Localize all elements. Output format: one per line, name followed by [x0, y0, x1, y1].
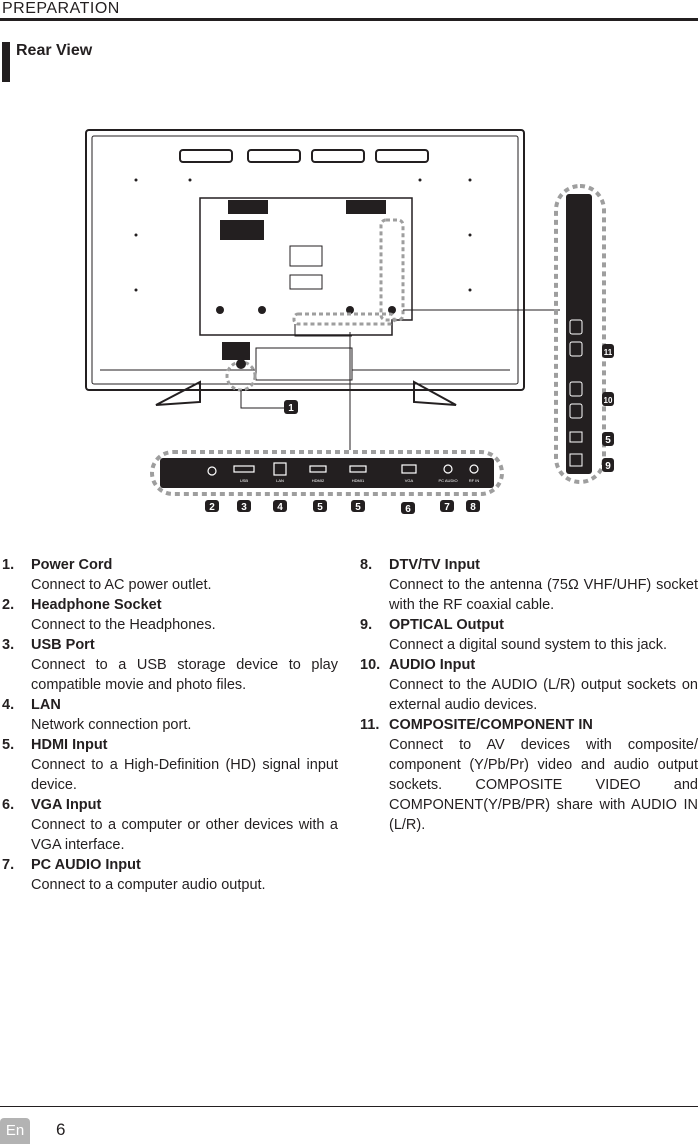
- side-terminal-panel: [554, 184, 606, 484]
- item-number: 4.: [2, 697, 15, 713]
- bottom-panel-highlight: [292, 312, 396, 326]
- svg-text:10: 10: [604, 396, 613, 405]
- svg-text:VGA: VGA: [405, 478, 414, 483]
- item-title: Headphone Socket: [31, 597, 162, 613]
- callout-5-side: 5: [602, 432, 614, 446]
- item-title: USB Port: [31, 637, 95, 653]
- svg-text:7: 7: [444, 502, 450, 513]
- item-list-left: 1. Power Cord Connect to AC power outlet.…: [2, 555, 338, 895]
- list-item: 5. HDMI Input Connect to a High-Definitio…: [2, 735, 338, 795]
- tv-back-panel: [85, 129, 525, 391]
- item-description: Connect to a computer audio output.: [31, 877, 266, 893]
- svg-text:5: 5: [355, 502, 361, 513]
- svg-text:PC AUDIO: PC AUDIO: [438, 478, 457, 483]
- mounting-screws: [134, 178, 472, 314]
- callout-badges: 1 2 3 4 5 5 6 7 8 9 10 11 5: [205, 344, 614, 515]
- svg-text:1: 1: [288, 403, 294, 414]
- item-number: 10.: [360, 657, 381, 673]
- item-title: OPTICAL Output: [389, 617, 504, 633]
- list-item: 9. OPTICAL Output Connect a digital sound…: [360, 615, 698, 655]
- svg-text:LAN: LAN: [276, 478, 284, 483]
- svg-text:6: 6: [405, 504, 411, 515]
- svg-text:5: 5: [605, 435, 611, 446]
- svg-text:3: 3: [241, 502, 247, 513]
- item-number: 2.: [2, 597, 15, 613]
- callout-10: 10: [602, 392, 614, 406]
- item-description: Connect to the antenna (75Ω VHF/UHF) soc…: [389, 577, 698, 613]
- callout-5b: 5: [351, 500, 365, 513]
- list-item: 2. Headphone Socket Connect to the Headph…: [2, 595, 338, 635]
- item-title: PC AUDIO Input: [31, 857, 141, 873]
- item-title: Power Cord: [31, 557, 113, 573]
- list-item: 4. LAN Network connection port.: [2, 695, 338, 735]
- item-description: Connect to a USB storage device to play …: [31, 657, 338, 693]
- svg-text:HDMI2: HDMI2: [312, 478, 325, 483]
- svg-text:9: 9: [605, 461, 611, 472]
- header-rule: [0, 18, 698, 21]
- item-title: DTV/TV Input: [389, 557, 481, 573]
- item-list-right: 8. DTV/TV Input Connect to the antenna (7…: [360, 555, 698, 835]
- language-badge: En: [0, 1118, 30, 1144]
- svg-text:5: 5: [317, 502, 323, 513]
- callout-7: 7: [440, 500, 454, 513]
- svg-text:HDMI1: HDMI1: [352, 478, 365, 483]
- callout-8: 8: [466, 500, 480, 513]
- callout-11: 11: [602, 344, 614, 358]
- item-number: 11.: [360, 717, 380, 733]
- side-panel-highlight: [379, 218, 405, 322]
- item-title: VGA Input: [31, 797, 102, 813]
- callout-4: 4: [273, 500, 287, 513]
- svg-text:2: 2: [209, 502, 215, 513]
- item-description: Connect to a computer or other devices w…: [31, 817, 338, 853]
- item-title: HDMI Input: [31, 737, 108, 753]
- item-title: AUDIO Input: [389, 657, 476, 673]
- page-number: 6: [56, 1120, 66, 1139]
- item-description: Connect to AC power outlet.: [31, 577, 212, 593]
- item-description: Network connection port.: [31, 717, 192, 733]
- svg-text:4: 4: [277, 502, 283, 513]
- item-number: 1.: [2, 557, 15, 573]
- item-description: Connect to AV devices with composite/ co…: [389, 737, 698, 833]
- port-labels: USB LAN HDMI2 HDMI1 VGA PC AUDIO RF IN: [240, 478, 479, 483]
- list-item: 8. DTV/TV Input Connect to the antenna (7…: [360, 555, 698, 615]
- item-number: 3.: [2, 637, 15, 653]
- callout-9: 9: [602, 458, 614, 472]
- item-title: LAN: [31, 697, 61, 713]
- item-description: Connect to a High-Definition (HD) signal…: [31, 757, 338, 793]
- callout-3: 3: [237, 500, 251, 513]
- item-number: 5.: [2, 737, 15, 753]
- list-item: 1. Power Cord Connect to AC power outlet.: [2, 555, 338, 595]
- callout-5a: 5: [313, 500, 327, 513]
- leader-lines: [240, 309, 560, 450]
- list-item: 6. VGA Input Connect to a computer or oth…: [2, 795, 338, 855]
- list-item: 7. PC AUDIO Input Connect to a computer a…: [2, 855, 338, 895]
- item-number: 9.: [360, 617, 373, 633]
- list-item: 10. AUDIO Input Connect to the AUDIO (L/R…: [360, 655, 698, 715]
- section-title: Rear View: [16, 42, 93, 59]
- page-header: PREPARATION: [0, 0, 698, 22]
- svg-text:RF IN: RF IN: [469, 478, 480, 483]
- list-item: 3. USB Port Connect to a USB storage devi…: [2, 635, 338, 695]
- callout-6: 6: [401, 502, 415, 515]
- svg-text:11: 11: [604, 348, 613, 357]
- header-title: PREPARATION: [2, 0, 120, 17]
- item-description: Connect a digital sound system to this j…: [389, 637, 668, 653]
- callout-2: 2: [205, 500, 219, 513]
- item-number: 7.: [2, 857, 15, 873]
- footer-rule: [0, 1106, 698, 1107]
- bottom-terminal-panel: [150, 450, 504, 496]
- svg-text:USB: USB: [240, 478, 249, 483]
- item-title: COMPOSITE/COMPONENT IN: [389, 717, 593, 733]
- item-number: 8.: [360, 557, 373, 573]
- callout-1: 1: [284, 400, 298, 414]
- tv-stands: [155, 380, 457, 406]
- svg-text:8: 8: [470, 502, 476, 513]
- item-description: Connect to the AUDIO (L/R) output socket…: [389, 677, 698, 713]
- item-number: 6.: [2, 797, 15, 813]
- section-marker: [2, 42, 10, 82]
- item-description: Connect to the Headphones.: [31, 617, 216, 633]
- vent-grilles: [220, 200, 386, 360]
- tv-rear-view-diagram: 1 2 3 4 5 5 6 7 8 9 10 11 5 USB LAN HDMI…: [85, 129, 614, 515]
- list-item: 11. COMPOSITE/COMPONENT IN Connect to AV …: [360, 715, 698, 835]
